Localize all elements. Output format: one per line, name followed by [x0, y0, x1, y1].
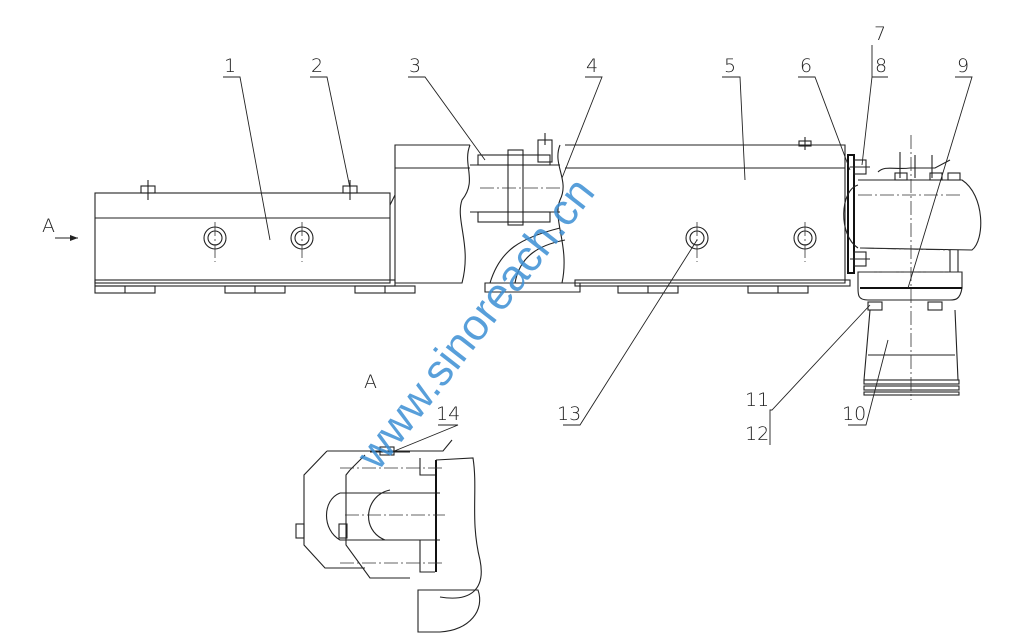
coupling: [470, 133, 581, 293]
label-9: 9: [957, 55, 969, 77]
label-12: 12: [745, 423, 769, 445]
label-10: 10: [842, 403, 866, 425]
watermark: www.sinoreach.cn: [347, 169, 605, 479]
view-arrow-label: A: [42, 215, 55, 237]
label-4: 4: [586, 55, 598, 77]
section-1-housing: [94, 180, 416, 294]
label-2: 2: [311, 55, 323, 77]
section-5-housing: [565, 137, 851, 294]
drive-housing: [843, 135, 982, 400]
label-6: 6: [800, 55, 812, 77]
label-5: 5: [724, 55, 736, 77]
part-labels: 1 2 3 4 5 6 7 8 9 10 11 12 13 14 A A: [42, 23, 969, 445]
label-13: 13: [557, 403, 581, 425]
leader-lines: [223, 45, 973, 453]
view-title: A: [364, 371, 377, 393]
label-11: 11: [745, 389, 769, 411]
view-arrow: [55, 235, 78, 241]
label-14: 14: [436, 403, 460, 425]
label-1: 1: [224, 55, 236, 77]
label-8: 8: [875, 55, 887, 77]
view-a-detail: [295, 439, 482, 633]
label-7: 7: [874, 23, 886, 45]
label-3: 3: [409, 55, 421, 77]
section-2-housing: [389, 144, 471, 284]
